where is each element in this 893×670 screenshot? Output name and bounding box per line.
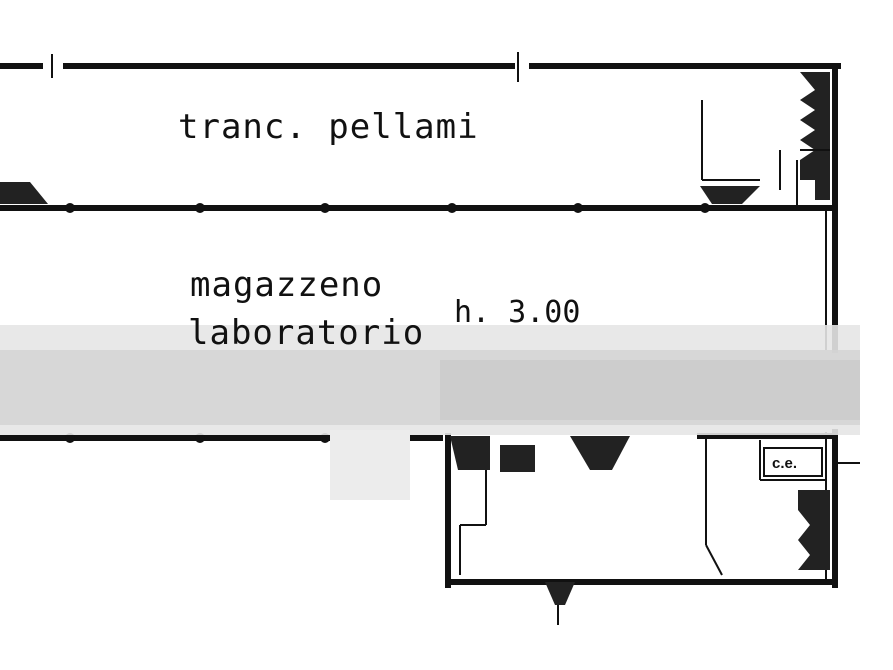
- room-label-middle-line1: magazzeno: [190, 265, 383, 305]
- cabinet-label: c.e.: [772, 455, 797, 472]
- room-label-upper: tranc. pellami: [178, 107, 479, 147]
- partition-wall: [0, 203, 838, 213]
- left-hatch-stub: [0, 182, 48, 204]
- height-label: h. 3.00: [454, 295, 580, 330]
- room-label-middle-line2: laboratorio: [188, 313, 424, 353]
- top-wall: [0, 52, 841, 82]
- blurred-band: [0, 325, 860, 500]
- cabinet-box: [763, 447, 823, 477]
- lower-right-rooms: [445, 433, 860, 625]
- upper-right-partition: [700, 100, 798, 208]
- stair-top-right: [800, 72, 830, 200]
